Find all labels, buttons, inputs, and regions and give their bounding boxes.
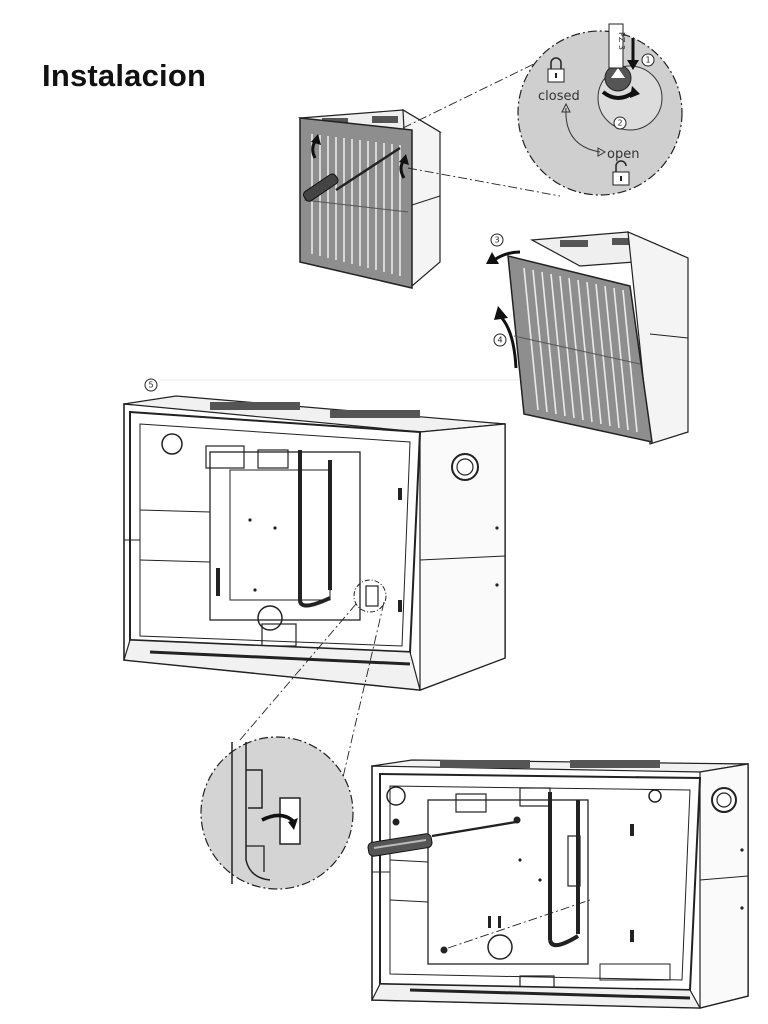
step-5: 5 bbox=[148, 381, 153, 390]
closed-label: closed bbox=[538, 89, 580, 104]
lock-open-icon bbox=[612, 160, 630, 186]
lock-closed-icon bbox=[547, 57, 565, 83]
step-2: 2 bbox=[617, 119, 622, 128]
lock-detail-zoom: PZ 3 closed open 1 2 bbox=[517, 23, 683, 196]
open-housing-interior bbox=[123, 395, 506, 791]
tool-label: PZ 3 bbox=[617, 32, 626, 50]
open-label: open bbox=[607, 147, 639, 162]
opening-housing: 3 4 bbox=[486, 231, 689, 445]
mounting-housing bbox=[367, 759, 749, 1009]
latch-detail-zoom bbox=[200, 736, 354, 890]
closed-housing bbox=[297, 59, 561, 289]
screwdriver-icon-2 bbox=[367, 820, 517, 857]
page-title: Instalacion bbox=[42, 58, 207, 93]
screwdriver-icon bbox=[302, 146, 401, 202]
step-1: 1 bbox=[645, 56, 650, 65]
step-4: 4 bbox=[497, 336, 502, 345]
step-3: 3 bbox=[494, 236, 499, 245]
